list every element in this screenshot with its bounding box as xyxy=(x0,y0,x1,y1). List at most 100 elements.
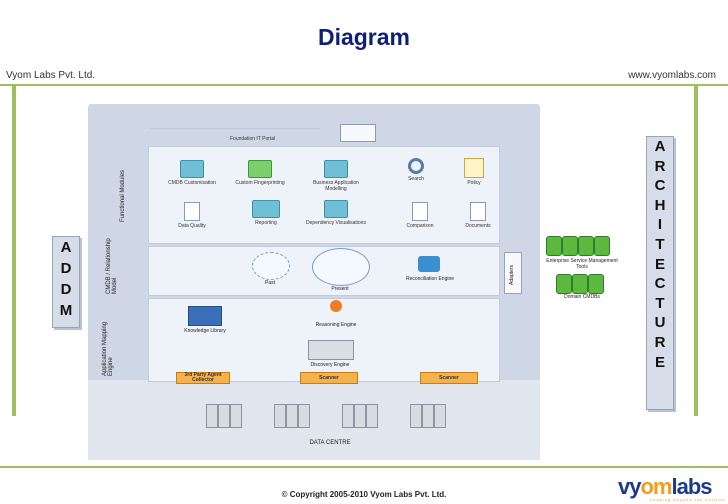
past-cloud-icon xyxy=(252,252,290,280)
architecture-letter: R xyxy=(654,333,666,351)
architecture-letter: E xyxy=(654,353,665,371)
mapping-band-label: Application Mapping Engine xyxy=(102,321,114,376)
architecture-letter: T xyxy=(655,294,665,312)
fingerprint-icon xyxy=(248,160,272,178)
addm-label: A D D M xyxy=(52,236,80,328)
header-rule xyxy=(0,84,728,86)
cube-icon xyxy=(180,160,204,178)
present-cloud-icon xyxy=(312,248,370,286)
reasoning-engine-label: Reasoning Engine xyxy=(315,322,357,328)
discovery-engine-label: Discovery Engine xyxy=(310,362,350,368)
addm-letter: D xyxy=(60,281,72,298)
module-business-application-modelling: Business Application Modelling xyxy=(304,160,368,192)
module-label: Reporting xyxy=(255,220,277,226)
addm-letter: D xyxy=(60,260,72,277)
architecture-letter: U xyxy=(654,314,666,332)
past-label: Past xyxy=(264,280,275,286)
present-label: Present xyxy=(331,286,349,292)
adapters-label: Adapters xyxy=(509,264,515,285)
comparison-icon xyxy=(412,202,428,221)
adapters-box: Adapters xyxy=(504,252,522,294)
server-icon xyxy=(286,404,298,428)
logo-text: labs xyxy=(671,474,712,499)
foundation-portal: Foundation IT Portal xyxy=(150,128,320,142)
reasoning-engine-icon xyxy=(330,300,342,312)
model-icon xyxy=(324,160,348,178)
footer-rule xyxy=(0,466,728,468)
server-icon xyxy=(274,404,286,428)
module-custom-fingerprinting: Custom Fingerprinting xyxy=(228,160,292,186)
agent-collector-box: 3rd Party Agent Collector xyxy=(176,372,230,384)
module-documents: Documents xyxy=(446,202,510,229)
policy-icon xyxy=(464,158,484,178)
architecture-letter: R xyxy=(654,157,666,175)
logo-tagline: Leaping beyond the horizon xyxy=(650,497,726,502)
module-label: Policy xyxy=(467,180,481,186)
module-cmdb-customisation: CMDB Customisation xyxy=(160,160,224,186)
domain-cmdbs-label: Domain CMDBs xyxy=(564,294,600,300)
module-label: Data Quality xyxy=(178,223,206,229)
dependency-icon xyxy=(324,200,348,218)
database-icon xyxy=(556,274,572,294)
module-label: Custom Fingerprinting xyxy=(235,180,285,186)
database-icon xyxy=(594,236,610,256)
data-centre-label: DATA CENTRE xyxy=(309,440,351,446)
module-label: Search xyxy=(408,176,424,182)
data-centre-area xyxy=(88,380,540,460)
reconciliation-label: Reconciliation Engine xyxy=(405,276,455,282)
module-dependency-visualisations: Dependency Visualisations xyxy=(304,200,368,226)
architecture-letter: H xyxy=(654,196,666,214)
architecture-letter: C xyxy=(654,177,666,195)
slide-title: Diagram xyxy=(317,24,411,50)
vyomlabs-logo: vyomlabs xyxy=(618,474,713,500)
server-icon xyxy=(410,404,422,428)
addm-letter: M xyxy=(59,302,73,319)
report-icon xyxy=(252,200,280,218)
logo-text: vy xyxy=(618,474,642,499)
search-icon xyxy=(408,158,424,174)
enterprise-tools-label: Enterprise Service Management Tools xyxy=(546,258,618,270)
addm-letter: A xyxy=(60,239,72,256)
quality-icon xyxy=(184,202,200,221)
portal-icon xyxy=(340,124,376,142)
portal-label: Foundation IT Portal xyxy=(230,136,276,142)
architecture-letter: A xyxy=(654,138,666,155)
server-icon xyxy=(422,404,434,428)
architecture-letter: E xyxy=(654,255,665,273)
server-icon xyxy=(434,404,446,428)
architecture-letter: C xyxy=(654,275,666,293)
website-url: www.vyomlabs.com xyxy=(628,70,716,81)
database-icon xyxy=(578,236,594,256)
architecture-letter: T xyxy=(655,235,665,253)
database-icon xyxy=(562,236,578,256)
server-icon xyxy=(218,404,230,428)
left-accent-bar xyxy=(12,86,16,416)
module-search: Search xyxy=(384,158,448,182)
module-label: CMDB Customisation xyxy=(168,180,216,186)
server-icon xyxy=(366,404,378,428)
server-icon xyxy=(206,404,218,428)
server-icon xyxy=(230,404,242,428)
cmdb-band-label: CMDB / Relationship Model xyxy=(106,238,118,294)
module-comparison: Comparison xyxy=(388,202,452,229)
book-icon xyxy=(188,306,222,326)
company-name: Vyom Labs Pvt. Ltd. xyxy=(6,70,96,81)
module-label: Business Application Modelling xyxy=(313,180,359,192)
module-reporting: Reporting xyxy=(234,200,298,226)
scanner-box: Scanner xyxy=(300,372,358,384)
functional-modules-label: Functional Modules xyxy=(120,169,126,222)
server-icon xyxy=(354,404,366,428)
module-label: Documents xyxy=(465,223,491,229)
database-icon xyxy=(546,236,562,256)
logo-accent: om xyxy=(640,474,672,499)
knowledge-library-label: Knowledge Library xyxy=(184,328,226,334)
discovery-server-icon xyxy=(308,340,354,360)
module-data-quality: Data Quality xyxy=(160,202,224,229)
right-accent-bar xyxy=(694,86,698,416)
server-icon xyxy=(342,404,354,428)
database-icon xyxy=(572,274,588,294)
module-label: Dependency Visualisations xyxy=(306,220,366,226)
database-icon xyxy=(588,274,604,294)
scanner-box: Scanner xyxy=(420,372,478,384)
architecture-label: A R C H I T E C T U R E xyxy=(646,136,674,410)
